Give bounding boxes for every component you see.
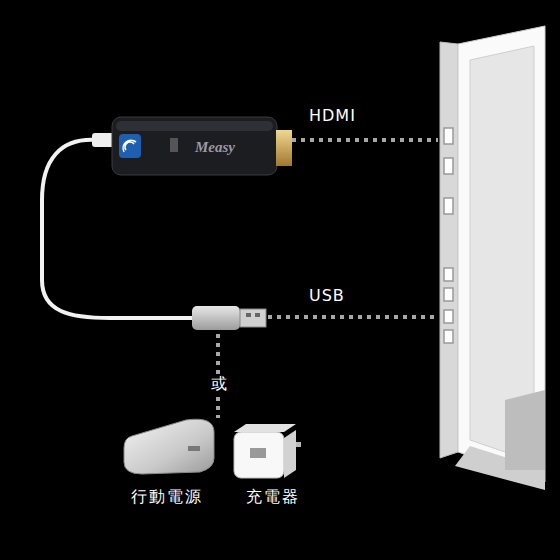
device-box: 行動電源 <box>112 482 222 512</box>
dongle-body: Measy <box>170 132 260 162</box>
port-label: USB <box>306 286 348 305</box>
monitor <box>440 26 545 490</box>
dotted-lines <box>218 140 438 418</box>
usb-plug <box>192 306 266 330</box>
power-bank <box>124 419 214 474</box>
charger <box>234 424 301 478</box>
or-label: 或 <box>208 374 231 395</box>
device-label: 行動電源 <box>131 487 203 508</box>
device-label: 充電器 <box>246 487 300 508</box>
brand-logo: Measy <box>195 139 235 156</box>
hdmi-dongle <box>92 117 292 175</box>
port-label: HDMI <box>306 106 359 125</box>
device-box: 充電器 <box>228 482 318 512</box>
